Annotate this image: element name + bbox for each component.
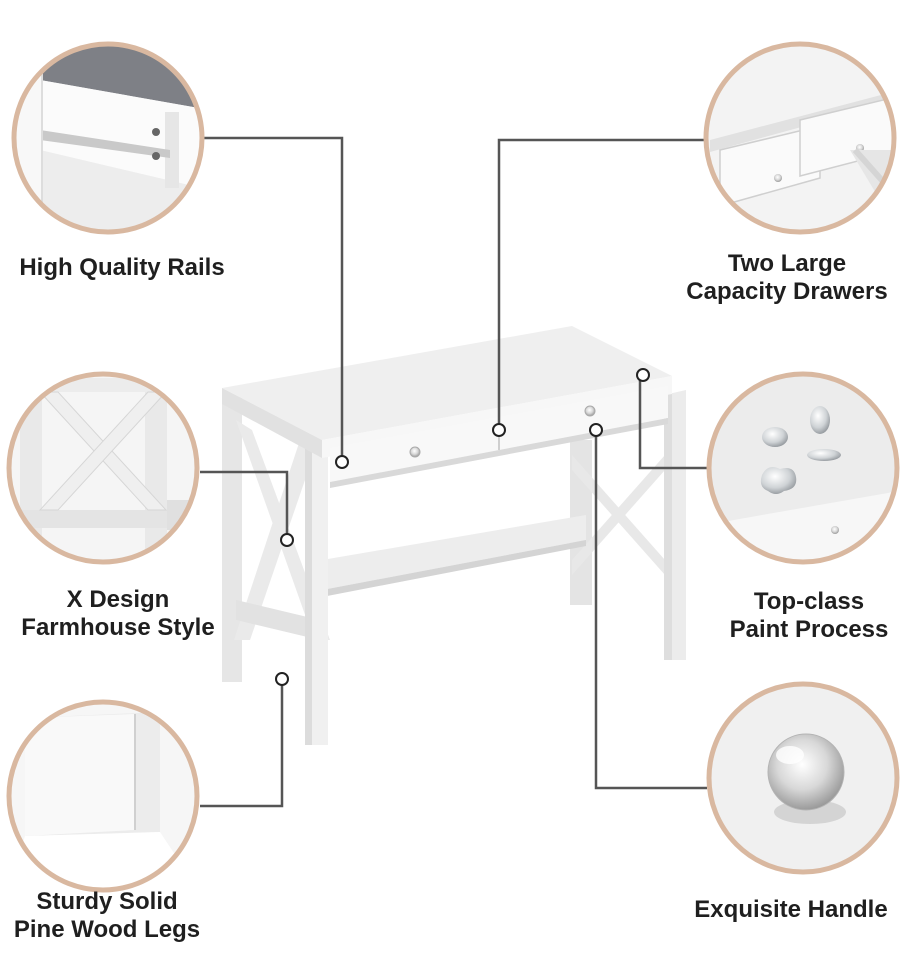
detail-circle-drawers	[703, 41, 897, 235]
label-paint-line-2: Paint Process	[729, 616, 889, 643]
detail-circle-x-design	[6, 371, 200, 565]
desk-knob-left	[409, 446, 421, 458]
connector-x-design	[200, 470, 289, 540]
connector-drawers	[497, 138, 707, 430]
label-drawers-line-1: Two Large	[727, 250, 847, 277]
handle-knob	[767, 733, 845, 811]
callout-connectors	[200, 136, 707, 808]
label-rails: High Quality Rails	[2, 254, 242, 282]
water-drop-4	[760, 467, 797, 494]
endpoint-drawers	[492, 423, 506, 437]
connector-rails	[200, 136, 344, 462]
label-legs: Sturdy Solid Pine Wood Legs	[0, 888, 214, 944]
circle-ring-drawers	[703, 41, 897, 235]
label-paint: Top-class Paint Process	[714, 588, 904, 644]
label-drawers-line-2: Capacity Drawers	[686, 278, 888, 305]
label-legs-line-2: Pine Wood Legs	[13, 916, 201, 943]
label-handle: Exquisite Handle	[678, 896, 904, 924]
water-drop-3	[807, 449, 841, 461]
desk-top	[222, 326, 672, 440]
label-x-design-line-2: Farmhouse Style	[21, 614, 215, 641]
endpoint-x-design	[280, 533, 294, 547]
circle-ring-handle	[706, 681, 900, 875]
circle-ring-rails	[11, 41, 205, 235]
endpoint-paint	[636, 368, 650, 382]
label-x-design-line-1: X Design	[66, 586, 170, 613]
desk-knob-right	[584, 405, 596, 417]
endpoint-rails	[335, 455, 349, 469]
water-drop-2	[810, 406, 830, 434]
circle-ring-paint	[706, 371, 900, 565]
label-rails-line-1: High Quality Rails	[19, 254, 225, 281]
label-paint-line-1: Top-class	[753, 588, 865, 615]
connector-endpoints	[275, 368, 650, 686]
connector-handle	[594, 430, 707, 790]
detail-circle-legs	[6, 699, 200, 893]
label-legs-line-1: Sturdy Solid	[36, 888, 178, 915]
detail-circle-handle	[706, 681, 900, 875]
label-x-design: X Design Farmhouse Style	[4, 586, 232, 642]
connector-paint	[638, 375, 707, 470]
endpoint-legs	[275, 672, 289, 686]
label-drawers: Two Large Capacity Drawers	[670, 250, 904, 306]
circle-ring-legs	[6, 699, 200, 893]
detail-circle-paint	[706, 371, 900, 565]
detail-circle-rails	[11, 41, 205, 235]
label-handle-line-1: Exquisite Handle	[694, 896, 888, 923]
connector-legs	[200, 680, 284, 808]
endpoint-handle	[589, 423, 603, 437]
circle-ring-x-design	[6, 371, 200, 565]
desk-stretcher	[322, 515, 586, 590]
water-drop-1	[762, 427, 788, 447]
